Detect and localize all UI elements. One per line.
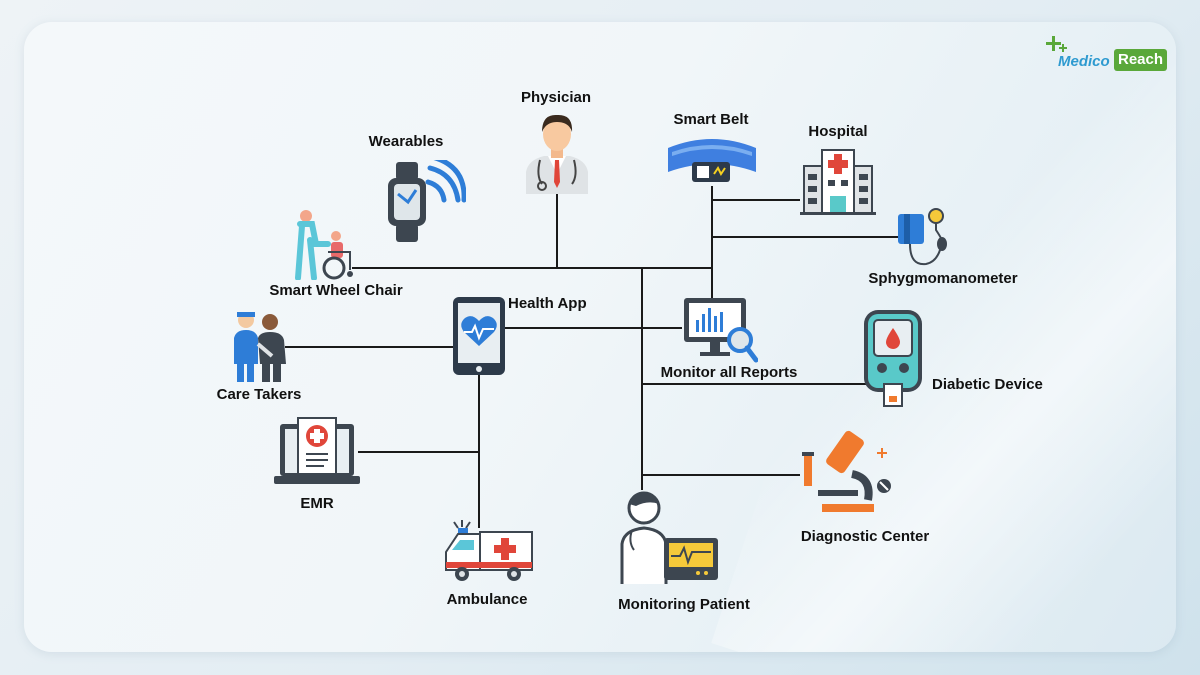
watch-icon — [388, 160, 466, 242]
ambulance-icon — [445, 520, 533, 581]
sphygmomanometer-label: Sphygmomanometer — [868, 270, 1018, 287]
monitoring-patient-icon — [620, 491, 718, 584]
emr-icon — [274, 417, 360, 484]
diagnostic-center-label: Diagnostic Center — [800, 528, 930, 545]
wearables-label: Wearables — [368, 133, 444, 150]
brand-part1: Medico — [1058, 53, 1110, 70]
diabetic-device-label: Diabetic Device — [932, 376, 1043, 393]
emr-label: EMR — [300, 495, 334, 512]
brand-logo: Medico Reach — [1046, 36, 1168, 76]
glucometer-icon — [864, 310, 922, 407]
brand-part2: Reach — [1114, 49, 1168, 71]
tablet-icon — [453, 297, 505, 375]
care-takers-label: Care Takers — [216, 386, 302, 403]
wheelchair-icon — [295, 210, 353, 280]
smart-wheel-chair-label: Smart Wheel Chair — [269, 282, 403, 299]
health-app-label: Health App — [508, 295, 587, 312]
physician-icon — [526, 114, 588, 194]
plus-icon — [1046, 36, 1067, 52]
hospital-icon — [800, 149, 876, 215]
smart-belt-label: Smart Belt — [673, 111, 749, 128]
physician-label: Physician — [520, 89, 592, 106]
monitor-reports-label: Monitor all Reports — [660, 364, 798, 381]
caretakers-icon — [234, 312, 286, 382]
ambulance-label: Ambulance — [446, 591, 528, 608]
monitor-reports-icon — [684, 298, 758, 363]
smart-belt-icon — [668, 139, 756, 182]
monitoring-patient-label: Monitoring Patient — [618, 596, 750, 613]
hospital-label: Hospital — [808, 123, 868, 140]
blood-pressure-icon — [898, 208, 947, 266]
microscope-icon — [802, 430, 891, 512]
diagram-card — [24, 22, 1176, 652]
